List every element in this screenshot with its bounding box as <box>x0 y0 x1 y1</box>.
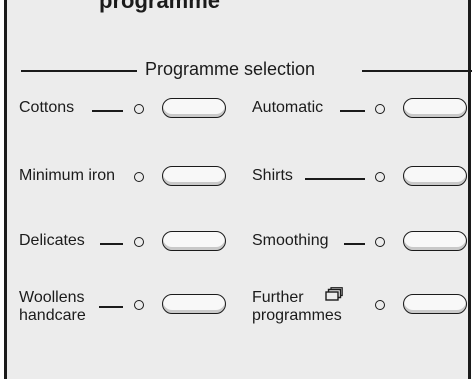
programme-selection-title: Programme selection <box>145 59 316 79</box>
header-divider-right <box>362 70 472 72</box>
connector-line <box>340 110 365 112</box>
programme-label-shirts: Shirts <box>252 167 293 184</box>
minimum-iron-button[interactable] <box>162 166 226 186</box>
programme-label-handcare: handcare <box>19 307 86 324</box>
programme-label-minimum-iron: Minimum iron <box>19 167 116 184</box>
shirts-indicator-icon <box>375 172 385 182</box>
programme-label-woollens: Woollens <box>19 289 85 306</box>
multiple-pages-icon <box>325 287 343 301</box>
smoothing-indicator-icon <box>375 237 385 247</box>
panel-heading-clipped: programme <box>99 0 221 13</box>
connector-line <box>344 243 365 245</box>
programme-label-cottons: Cottons <box>19 99 75 116</box>
further-programmes-indicator-icon <box>375 300 385 310</box>
connector-line <box>92 110 123 112</box>
programme-label-automatic: Automatic <box>252 99 324 116</box>
cottons-button[interactable] <box>162 98 226 118</box>
programme-selection-header: Programme selection <box>17 57 472 81</box>
shirts-button[interactable] <box>403 166 467 186</box>
automatic-indicator-icon <box>375 104 385 114</box>
programme-label-delicates: Delicates <box>19 232 85 249</box>
programme-label-programmes: programmes <box>252 307 342 324</box>
woollens-handcare-button[interactable] <box>162 294 226 314</box>
header-divider-left <box>21 70 137 72</box>
programme-label-further: Further <box>252 289 304 306</box>
delicates-indicator-icon <box>134 237 144 247</box>
minimum-iron-indicator-icon <box>134 172 144 182</box>
connector-line <box>99 306 123 308</box>
programme-label-smoothing: Smoothing <box>252 232 329 249</box>
programme-panel: programme Programme selection Cottons Au… <box>4 0 472 379</box>
connector-line <box>100 243 123 245</box>
further-programmes-button[interactable] <box>403 294 467 314</box>
smoothing-button[interactable] <box>403 231 467 251</box>
woollens-indicator-icon <box>134 300 144 310</box>
connector-line <box>305 178 365 180</box>
cottons-indicator-icon <box>134 104 144 114</box>
automatic-button[interactable] <box>403 98 467 118</box>
delicates-button[interactable] <box>162 231 226 251</box>
